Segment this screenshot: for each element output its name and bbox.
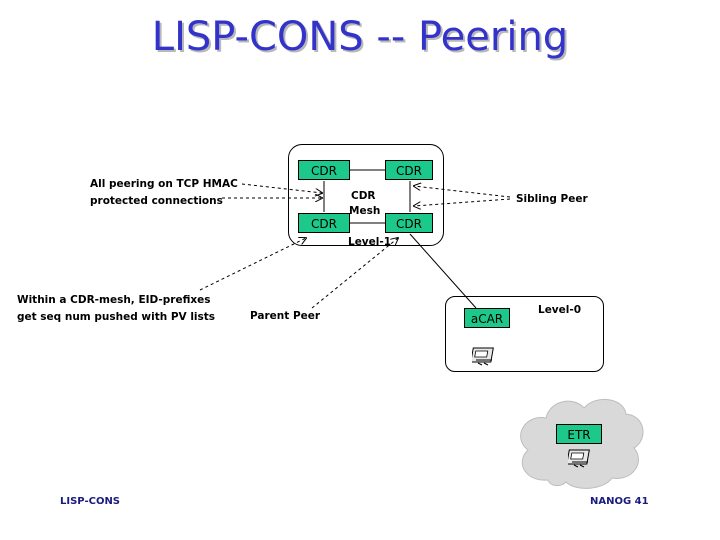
acar-node: aCAR [464,308,510,328]
slide-title: LISP-CONS -- Peering [151,14,569,60]
mesh-label-line1: CDR [351,190,376,202]
cdr-node-top-right: CDR [385,160,433,180]
footer-left: LISP-CONS [60,496,121,507]
sibling-peer-label: Sibling Peer [516,193,588,205]
sibling-arrow-1 [414,186,511,198]
peering-note-line1: All peering on TCP HMAC [90,178,238,190]
level1-label: Level-1 [348,236,392,248]
within-mesh-arrow [199,238,306,291]
cdr-node-top-left: CDR [298,160,350,180]
footer-right: NANOG 41 [590,496,649,507]
cdr-node-bottom-right: CDR [385,213,433,233]
router-icon [472,347,494,366]
parent-link [409,233,477,309]
parent-peer-arrow [311,238,398,309]
router-icon [568,449,590,468]
within-mesh-note-line1: Within a CDR-mesh, EID-prefixes [17,294,211,306]
parent-peer-label: Parent Peer [250,310,321,322]
etr-node: ETR [556,424,602,444]
peering-note-line2: protected connections [90,195,223,207]
sibling-arrow-2 [414,198,511,206]
mesh-label-line2: Mesh [349,205,381,217]
cdr-node-bottom-left: CDR [298,213,350,233]
within-mesh-note-line2: get seq num pushed with PV lists [17,311,216,323]
peering-arrow-1 [241,183,322,193]
level0-label: Level-0 [538,304,582,316]
